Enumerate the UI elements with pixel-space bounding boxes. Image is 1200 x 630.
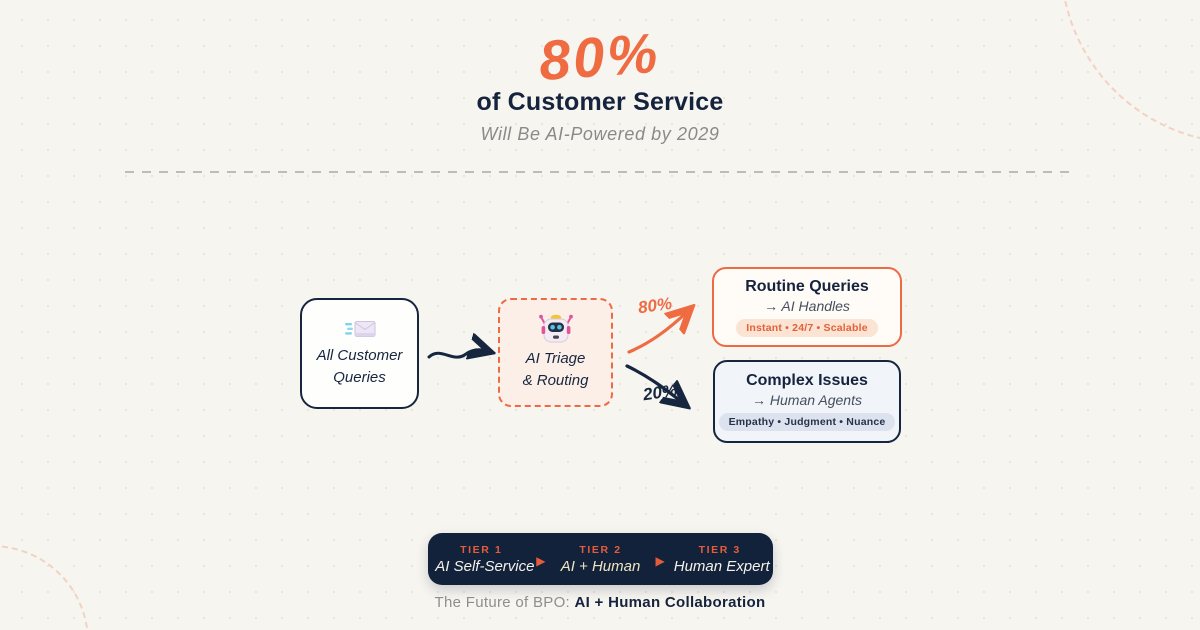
card-subtitle: → AI Handles xyxy=(764,297,850,314)
tier-name: TIER 1 xyxy=(460,543,503,556)
tier-2: TIER 2 AI + Human xyxy=(555,544,647,575)
tier-label: Human Expert xyxy=(673,557,770,575)
triangle-separator-icon: ▶ xyxy=(536,554,546,568)
percent-label-human: 20% xyxy=(641,380,679,405)
footer-caption: The Future of BPO: AI + Human Collaborat… xyxy=(0,594,1200,611)
node-ai-triage-routing: AI Triage & Routing xyxy=(498,298,613,407)
node-label-line: & Routing xyxy=(522,372,589,389)
card-routine-queries: Routine Queries → AI Handles Instant • 2… xyxy=(712,267,902,347)
node-label-line: AI Triage xyxy=(525,349,586,367)
percent-label-ai: 80% xyxy=(636,293,674,318)
footer-bold: AI + Human Collaboration xyxy=(574,594,766,611)
page-subtitle: Will Be AI-Powered by 2029 xyxy=(480,123,720,144)
card-title: Routine Queries xyxy=(745,277,869,295)
node-label-line: All Customer xyxy=(316,346,403,364)
ai-benefits-badge: Instant • 24/7 • Scalable xyxy=(736,318,878,337)
card-title: Complex Issues xyxy=(746,372,868,389)
tier-bar: TIER 1 AI Self-Service ▶ TIER 2 AI + Hum… xyxy=(428,533,773,585)
triangle-separator-icon: ▶ xyxy=(655,554,665,568)
tier-label: AI + Human xyxy=(560,557,641,575)
node-all-customer-queries: All Customer Queries xyxy=(300,298,419,409)
robot-icon xyxy=(537,313,575,344)
decorative-dashed-circle-bottom-left xyxy=(0,545,89,630)
header: 80% of Customer Service Will Be AI-Power… xyxy=(0,21,1200,145)
tier-3: TIER 3 Human Expert xyxy=(673,543,770,575)
arrow-source-to-triage xyxy=(427,350,487,357)
tier-name: TIER 2 xyxy=(579,543,622,556)
page-title: of Customer Service xyxy=(476,87,724,116)
card-subtitle: → Human Agents xyxy=(752,392,862,408)
arrow-triage-to-routine xyxy=(627,311,688,354)
human-strengths-badge: Empathy • Judgment • Nuance xyxy=(718,413,896,431)
tier-name: TIER 3 xyxy=(698,543,741,556)
dashed-divider xyxy=(125,171,1075,173)
footer-prefix: The Future of BPO: xyxy=(434,594,575,611)
stat-percentage: 80% xyxy=(537,20,663,93)
tier-label: AI Self-Service xyxy=(435,557,535,575)
tier-1: TIER 1 AI Self-Service xyxy=(435,543,535,575)
card-complex-issues: Complex Issues → Human Agents Empathy • … xyxy=(713,360,901,443)
incoming-envelope-icon xyxy=(344,318,376,341)
node-label-line: Queries xyxy=(333,369,386,386)
